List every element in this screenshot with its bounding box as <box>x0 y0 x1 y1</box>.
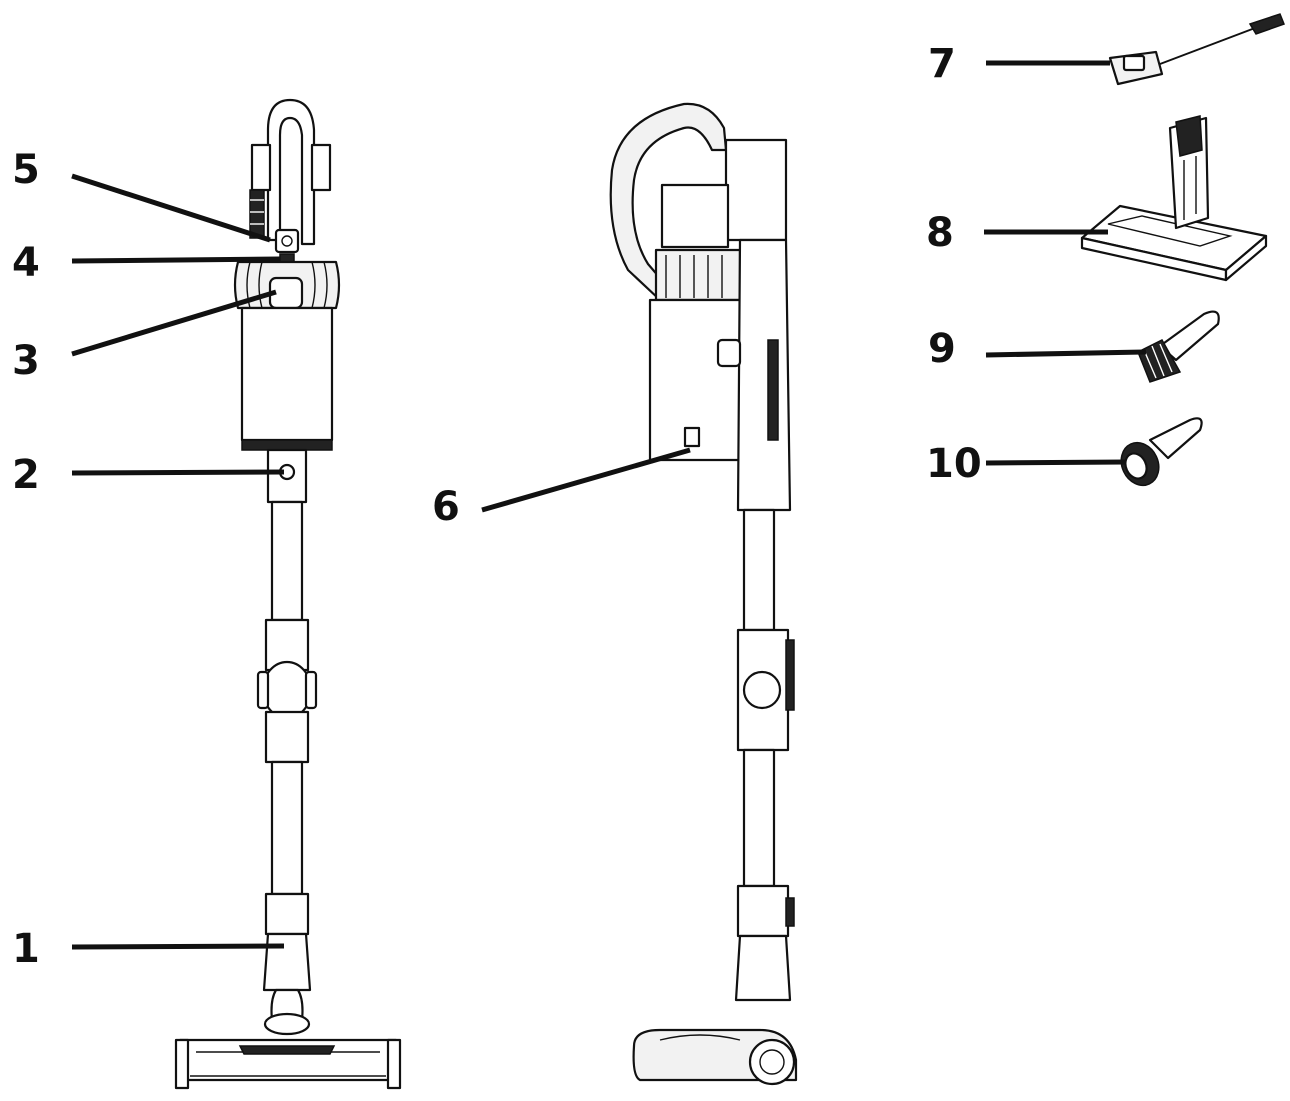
leader-line-10 <box>985 459 1127 466</box>
crevice-brush-tool <box>1137 310 1220 383</box>
callout-9: 9 <box>928 326 956 372</box>
vacuum-front-view <box>174 98 402 1090</box>
callout-6: 6 <box>432 484 460 530</box>
charging-stand <box>1080 115 1268 282</box>
leader-line-9 <box>985 349 1147 358</box>
vacuum-side-view <box>609 102 798 1086</box>
leader-line-1 <box>71 943 285 950</box>
leader-line-5 <box>71 173 271 243</box>
callout-7: 7 <box>928 41 956 87</box>
callout-4: 4 <box>12 240 40 286</box>
leader-line-2 <box>71 469 285 476</box>
callout-10: 10 <box>926 441 982 487</box>
callout-5: 5 <box>12 147 40 193</box>
leader-line-6 <box>481 447 691 513</box>
dusting-brush-tool <box>1120 417 1203 487</box>
callout-2: 2 <box>12 452 40 498</box>
callout-1: 1 <box>12 926 40 972</box>
charger-adapter <box>1108 13 1285 86</box>
leader-line-4 <box>71 256 281 264</box>
callout-8: 8 <box>926 210 954 256</box>
callout-3: 3 <box>12 338 40 384</box>
leader-line-3 <box>71 289 277 357</box>
